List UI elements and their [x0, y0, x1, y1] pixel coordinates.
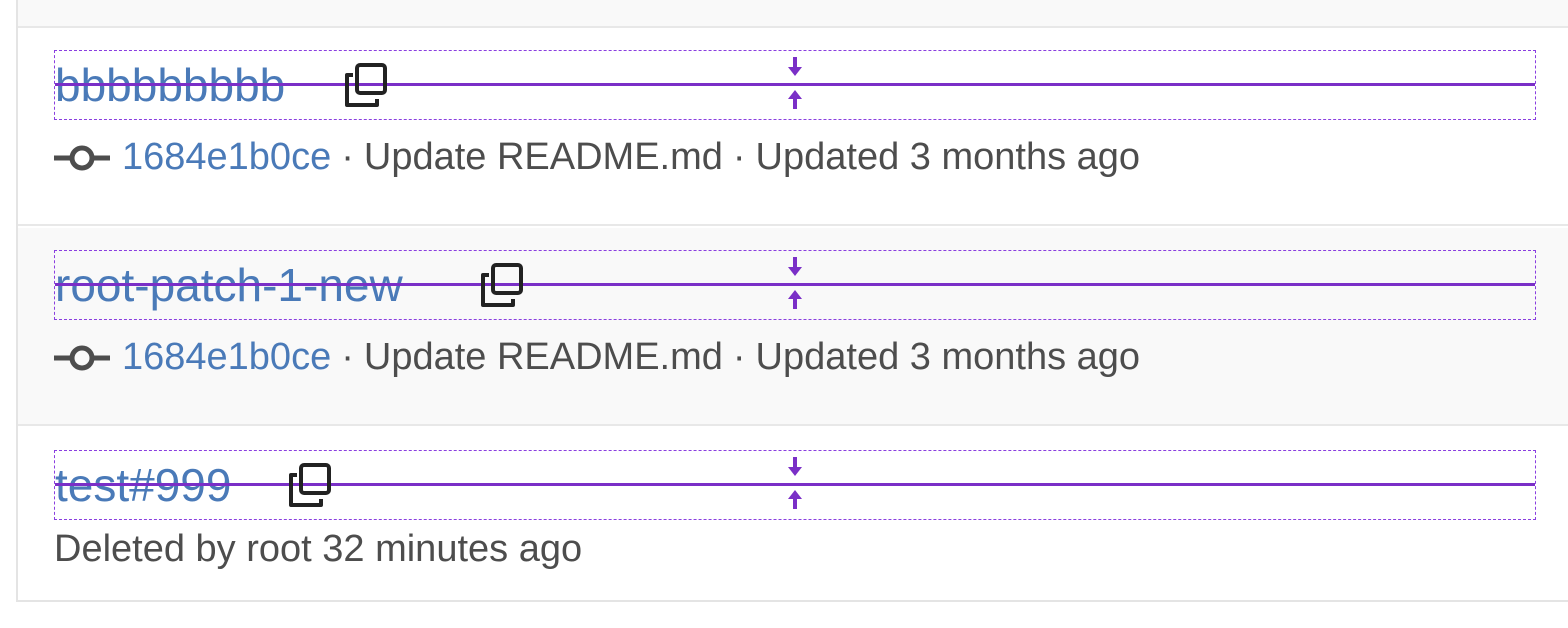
guide-line [55, 83, 1535, 86]
updated-time: Updated 3 months ago [755, 136, 1141, 178]
commit-message: Update README.md [363, 336, 723, 378]
arrow-up-icon [788, 490, 802, 509]
separator: · [341, 136, 354, 178]
separator: · [732, 136, 746, 178]
commit-message: Update README.md [363, 136, 723, 178]
branch-name-highlight: bbbbbbbbb [54, 50, 1536, 120]
separator: · [341, 336, 354, 378]
copy-icon[interactable] [285, 461, 335, 511]
commit-sha-link[interactable]: 1684e1b0ce [122, 136, 332, 178]
guide-line [55, 283, 1535, 286]
branch-name-highlight: root-patch-1-new [54, 250, 1536, 320]
branch-name-highlight: test#999 [54, 450, 1536, 520]
arrow-down-icon [788, 57, 802, 76]
list-top-strip [18, 0, 1568, 28]
arrow-down-icon [788, 257, 802, 276]
arrow-up-icon [788, 290, 802, 309]
branch-row: bbbbbbbbb 1684e1b0ce · Update README. [18, 28, 1568, 226]
branch-meta: 1684e1b0ce · Update README.md · Updated … [54, 336, 1140, 379]
branch-row: test#999 Deleted by root 32 minutes ago [18, 428, 1568, 600]
commit-sha-link[interactable]: 1684e1b0ce [122, 336, 332, 378]
commit-icon [54, 145, 110, 170]
deleted-status: Deleted by root 32 minutes ago [54, 528, 583, 570]
branch-meta: 1684e1b0ce · Update README.md · Updated … [54, 136, 1140, 179]
branch-row: root-patch-1-new 1684e1b0ce · Update [18, 228, 1568, 426]
separator: · [732, 336, 746, 378]
guide-line [55, 483, 1535, 486]
arrow-up-icon [788, 90, 802, 109]
arrow-down-icon [788, 457, 802, 476]
branch-list: bbbbbbbbb 1684e1b0ce · Update README. [16, 0, 1568, 602]
copy-icon[interactable] [477, 261, 527, 311]
updated-time: Updated 3 months ago [755, 336, 1141, 378]
commit-icon [54, 345, 110, 370]
copy-icon[interactable] [341, 61, 391, 111]
